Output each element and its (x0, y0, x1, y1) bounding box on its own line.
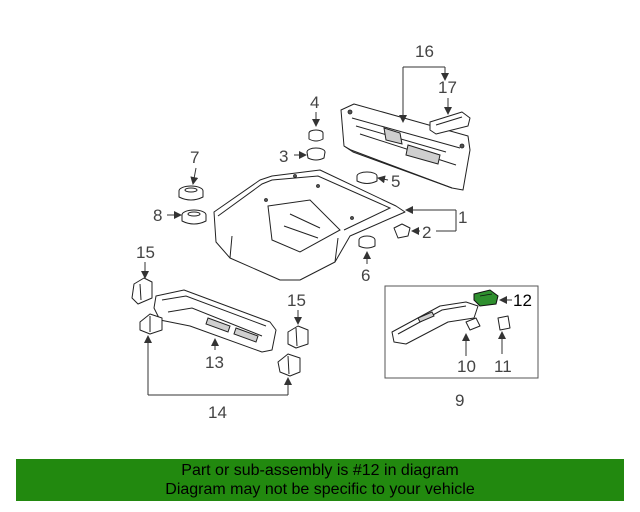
bracket-part-14-right (277, 353, 301, 377)
side-rail-part-13 (153, 289, 277, 353)
callout-14: 14 (208, 403, 227, 422)
clip-part-2 (393, 223, 411, 239)
clip-part-11 (497, 315, 511, 331)
callout-5: 5 (391, 172, 400, 191)
plug-part-3 (306, 147, 326, 161)
bracket-part-15-left (131, 277, 153, 305)
highlighted-bracket-part-12 (473, 289, 499, 307)
callout-6: 6 (361, 266, 370, 285)
rear-panel-part-16 (340, 103, 471, 191)
callout-3: 3 (279, 147, 288, 166)
subassembly-box-part-9 (384, 285, 539, 379)
grommet-part-4 (308, 129, 324, 142)
bracket-part-15-right (287, 325, 309, 349)
callout-17: 17 (438, 78, 457, 97)
floor-tray-part-1 (213, 169, 406, 281)
callout-9: 9 (455, 391, 464, 410)
info-banner: Part or sub-assembly is #12 in diagram D… (16, 459, 624, 501)
cap-part-7 (178, 185, 204, 201)
callout-15-right: 15 (287, 291, 306, 310)
callout-2: 2 (422, 223, 431, 242)
callout-12: 12 (513, 291, 532, 310)
callout-7: 7 (190, 148, 199, 167)
grommet-part-5 (356, 171, 378, 184)
bumper-part-6 (358, 235, 376, 249)
leader-lines (141, 66, 512, 396)
inner-rail-part-10 (391, 301, 481, 345)
callout-10: 10 (457, 357, 476, 376)
banner-line-1: Part or sub-assembly is #12 in diagram (181, 462, 459, 479)
callout-13: 13 (205, 353, 224, 372)
callout-8: 8 (153, 206, 162, 225)
callout-16: 16 (415, 42, 434, 61)
callout-1: 1 (458, 208, 467, 227)
callout-11: 11 (494, 357, 512, 376)
callout-15-left: 15 (136, 243, 155, 262)
banner-line-2: Diagram may not be specific to your vehi… (165, 481, 475, 498)
callout-4: 4 (310, 93, 319, 112)
bracket-part-17 (429, 111, 471, 135)
cap-part-8 (181, 209, 207, 225)
bracket-part-14-left (139, 313, 163, 335)
